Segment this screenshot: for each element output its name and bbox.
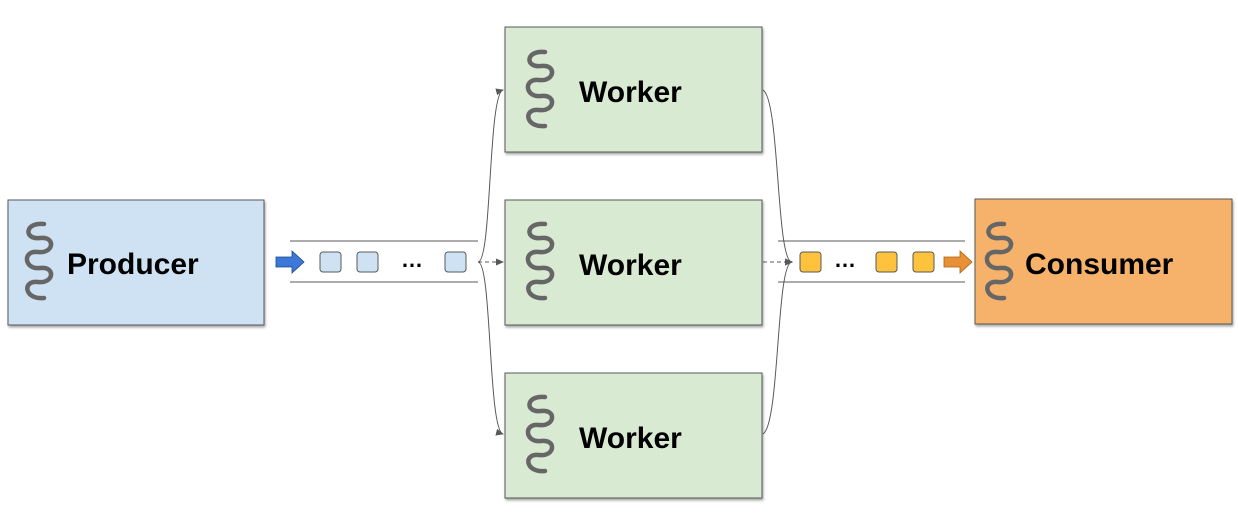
consumer-label: Consumer (1025, 248, 1174, 281)
worker-label: Worker (579, 422, 682, 455)
consumer-node: Consumer (974, 198, 1233, 325)
worker-box (504, 372, 763, 499)
queue-ellipsis: … (834, 247, 856, 272)
producer-box (7, 199, 265, 326)
queue-item (444, 251, 467, 273)
queue-item (912, 251, 935, 273)
worker-label: Worker (579, 249, 682, 282)
consumer-box (974, 198, 1233, 325)
worker-label: Worker (579, 76, 682, 109)
worker-node-2: Worker (504, 199, 763, 326)
queue-ellipsis: … (401, 247, 423, 272)
connectors (477, 88, 793, 436)
thread-icon (525, 49, 555, 129)
input-arrow-icon (275, 250, 305, 274)
worker-box (504, 26, 763, 153)
queue-item (875, 251, 898, 273)
input-queue: … (275, 240, 478, 283)
output-arrow-icon (943, 250, 973, 274)
queue-item (319, 251, 342, 273)
queue-item (799, 251, 822, 273)
thread-icon (24, 221, 54, 301)
producer-label: Producer (67, 248, 199, 281)
worker-node-3: Worker (504, 372, 763, 499)
fanin-connector-bottom (762, 258, 793, 435)
thread-icon (525, 221, 555, 301)
fanout-connector-top (477, 88, 504, 263)
output-queue: … (778, 240, 973, 283)
worker-box (504, 199, 763, 326)
worker-node-1: Worker (504, 26, 763, 153)
producer-node: Producer (7, 199, 265, 326)
fanin-connector-top (762, 89, 793, 266)
thread-icon (525, 394, 555, 474)
queue-item (356, 251, 379, 273)
thread-icon (984, 221, 1014, 301)
fanout-connector-bottom (477, 261, 504, 436)
